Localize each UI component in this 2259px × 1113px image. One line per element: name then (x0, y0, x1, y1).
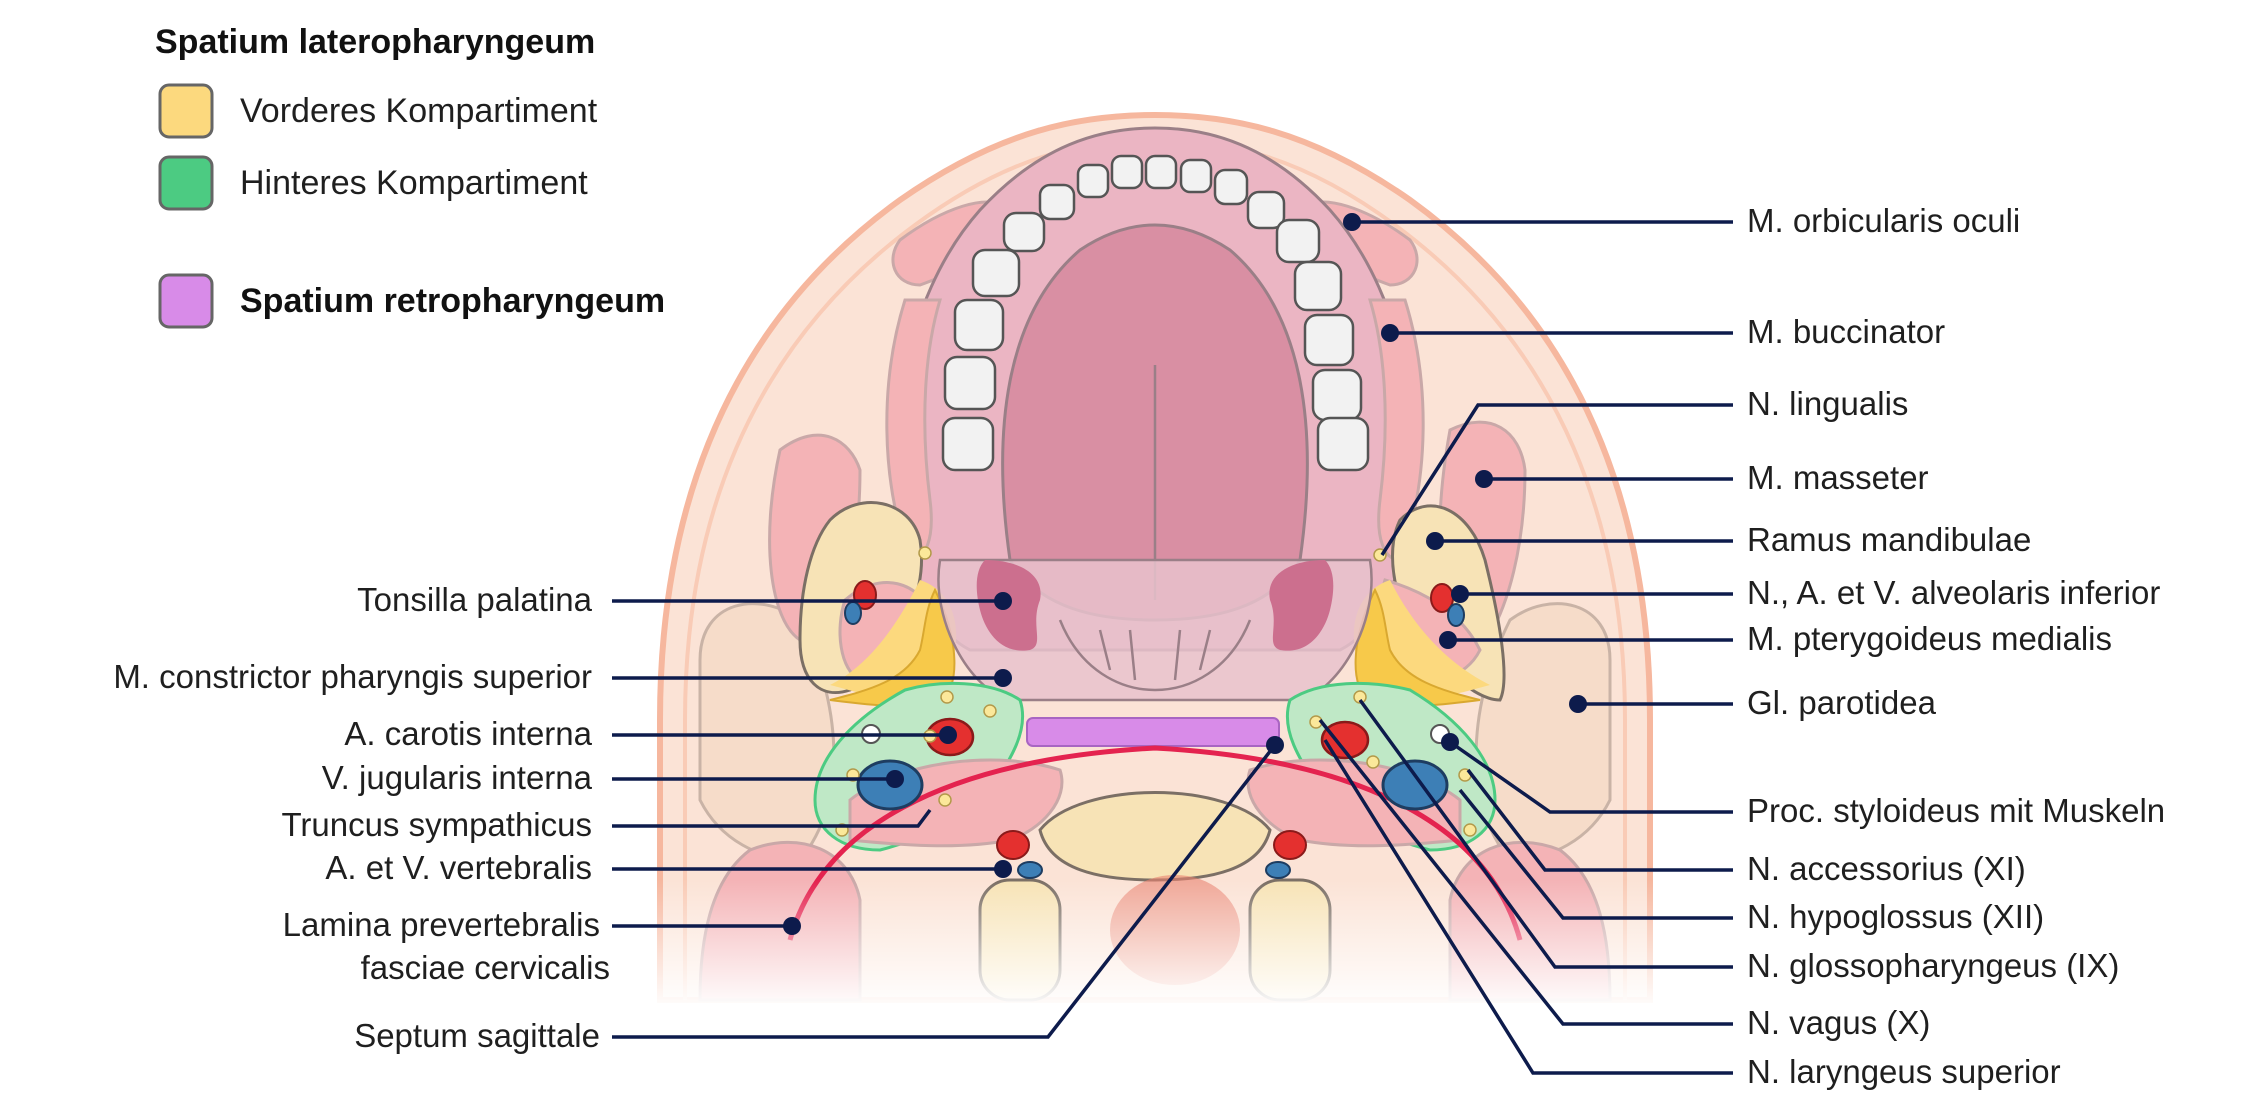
cross-section-illustration (640, 111, 1670, 1010)
label-pterygoideus-medialis: M. pterygoideus medialis (1747, 620, 2112, 657)
legend-title: Spatium lateropharyngeum (155, 23, 595, 61)
prevertebral-fascia (787, 745, 1523, 941)
label-styloideus: Proc. styloideus mit Muskeln (1747, 792, 2165, 829)
legend-swatch-retro (158, 273, 214, 329)
leader-lines-right (1318, 213, 1733, 1075)
label-parotidea: Gl. parotidea (1747, 684, 1937, 721)
legend: Spatium lateropharyngeum Vorderes Kompar… (155, 23, 665, 329)
label-constrictor-pharyngis: M. constrictor pharyngis superior (113, 658, 592, 695)
label-accessorius: N. accessorius (XI) (1747, 850, 2026, 887)
teeth (941, 154, 1370, 472)
label-septum-sagittale: Septum sagittale (354, 1017, 600, 1054)
carotid-right (1320, 720, 1370, 760)
label-vagus: N. vagus (X) (1747, 1004, 1930, 1041)
label-buccinator: M. buccinator (1747, 313, 1945, 350)
label-jugularis-interna: V. jugularis interna (322, 759, 593, 796)
buccinator-right (1367, 298, 1425, 562)
parotid-left (698, 602, 836, 862)
legend-label-retro: Spatium retropharyngeum (240, 282, 665, 320)
parotid-right (1474, 602, 1612, 862)
constrictor-right (1354, 587, 1481, 707)
label-glossopharyngeus: N. glossopharyngeus (IX) (1747, 947, 2119, 984)
label-vertebralis: A. et V. vertebralis (325, 849, 592, 886)
label-ramus-mandibulae: Ramus mandibulae (1747, 521, 2031, 558)
legend-swatch-anterior (158, 83, 214, 139)
label-alveolaris-inferior: N., A. et V. alveolaris inferior (1747, 574, 2160, 611)
label-fasciae-cervicalis: fasciae cervicalis (361, 949, 610, 986)
label-laryngeus-superior: N. laryngeus superior (1747, 1053, 2061, 1090)
jugular-right (1381, 759, 1449, 811)
label-tonsilla-palatina: Tonsilla palatina (357, 581, 592, 618)
label-lingualis: N. lingualis (1747, 385, 1908, 422)
label-truncus-sympathicus: Truncus sympathicus (281, 806, 592, 843)
legend-label-posterior: Hinteres Kompartiment (240, 164, 588, 202)
label-orbicularis-oculi: M. orbicularis oculi (1747, 202, 2020, 239)
label-hypoglossus: N. hypoglossus (XII) (1747, 898, 2044, 935)
retropharyngeal-space (1026, 717, 1280, 747)
vertebra (1038, 791, 1272, 882)
label-carotis-interna: A. carotis interna (344, 715, 592, 752)
legend-label-anterior: Vorderes Kompartiment (240, 92, 598, 130)
label-masseter: M. masseter (1747, 459, 1929, 496)
leader-lines-left (612, 592, 1284, 1039)
labels-right: M. orbicularis oculi M. buccinator N. li… (1747, 202, 2165, 1090)
label-lamina-prevertebralis: Lamina prevertebralis (283, 906, 600, 943)
tonsil-right (1269, 560, 1334, 651)
labels-left: Tonsilla palatina M. constrictor pharyng… (113, 581, 610, 1054)
legend-swatch-posterior (158, 155, 214, 211)
